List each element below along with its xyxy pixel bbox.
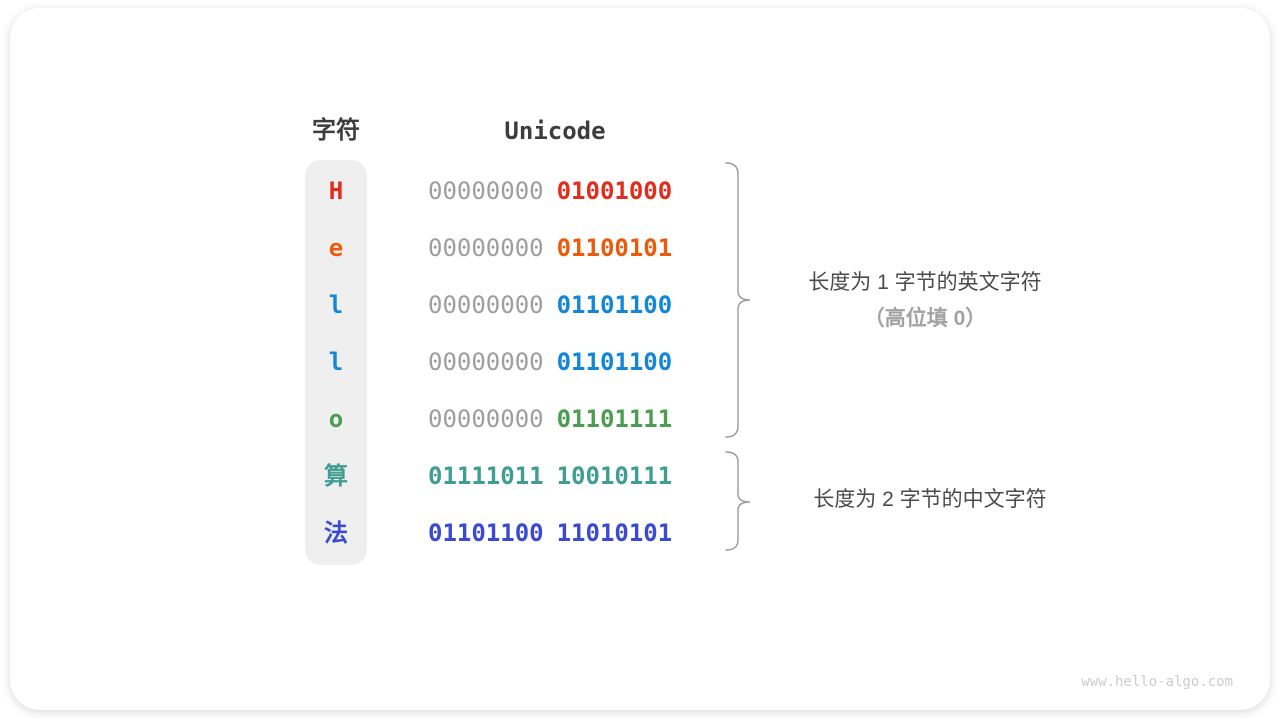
byte-low: 01101100 <box>556 291 673 319</box>
byte-low: 01001000 <box>556 177 673 205</box>
byte-low: 10010111 <box>556 462 673 490</box>
byte-high: 00000000 <box>428 177 544 205</box>
table-row: l 00000000 01101100 <box>305 334 825 391</box>
character-cell: e <box>328 234 344 262</box>
annotation-english-line2: （高位填 0） <box>863 307 987 330</box>
byte-low: 01101100 <box>556 348 673 376</box>
table-row: 算 01111011 10010111 <box>305 448 825 505</box>
unicode-binary: 00000000 01100101 <box>428 220 672 277</box>
table-row: 法 01101100 11010101 <box>305 505 825 562</box>
figure-card <box>10 8 1270 710</box>
byte-high: 00000000 <box>428 291 544 319</box>
column-header-char: 字符 <box>312 117 360 144</box>
byte-high: 01111011 <box>428 462 544 490</box>
group-brace-english <box>725 162 751 438</box>
character-cell: 法 <box>324 519 348 547</box>
character-cell: l <box>328 348 344 376</box>
table-row: e 00000000 01100101 <box>305 220 825 277</box>
character-cell: H <box>328 177 344 205</box>
unicode-binary: 00000000 01001000 <box>428 163 672 220</box>
byte-high: 00000000 <box>428 234 544 262</box>
byte-high: 01101100 <box>428 519 544 547</box>
unicode-binary: 00000000 01101111 <box>428 391 672 448</box>
byte-high: 00000000 <box>428 405 544 433</box>
byte-low: 01101111 <box>556 405 673 433</box>
unicode-binary: 00000000 01101100 <box>428 277 672 334</box>
watermark: www.hello-algo.com <box>1081 674 1233 690</box>
unicode-binary: 00000000 01101100 <box>428 334 672 391</box>
unicode-binary: 01101100 11010101 <box>428 505 672 562</box>
annotation-chinese-group: 长度为 2 字节的中文字符 <box>813 488 1047 511</box>
byte-low: 01100101 <box>556 234 673 262</box>
byte-high: 00000000 <box>428 348 544 376</box>
group-brace-chinese <box>725 451 751 551</box>
character-column-background <box>305 160 367 565</box>
table-row: o 00000000 01101111 <box>305 391 825 448</box>
unicode-binary: 01111011 10010111 <box>428 448 672 505</box>
column-header-unicode: Unicode <box>504 117 606 145</box>
annotation-english-group: 长度为 1 字节的英文字符 （高位填 0） <box>770 269 1080 333</box>
table-row: H 00000000 01001000 <box>305 163 825 220</box>
character-cell: o <box>328 405 344 433</box>
table-row: l 00000000 01101100 <box>305 277 825 334</box>
byte-low: 11010101 <box>556 519 673 547</box>
character-cell: 算 <box>324 462 348 490</box>
character-cell: l <box>328 291 344 319</box>
annotation-english-line1: 长度为 1 字节的英文字符 <box>808 271 1042 294</box>
